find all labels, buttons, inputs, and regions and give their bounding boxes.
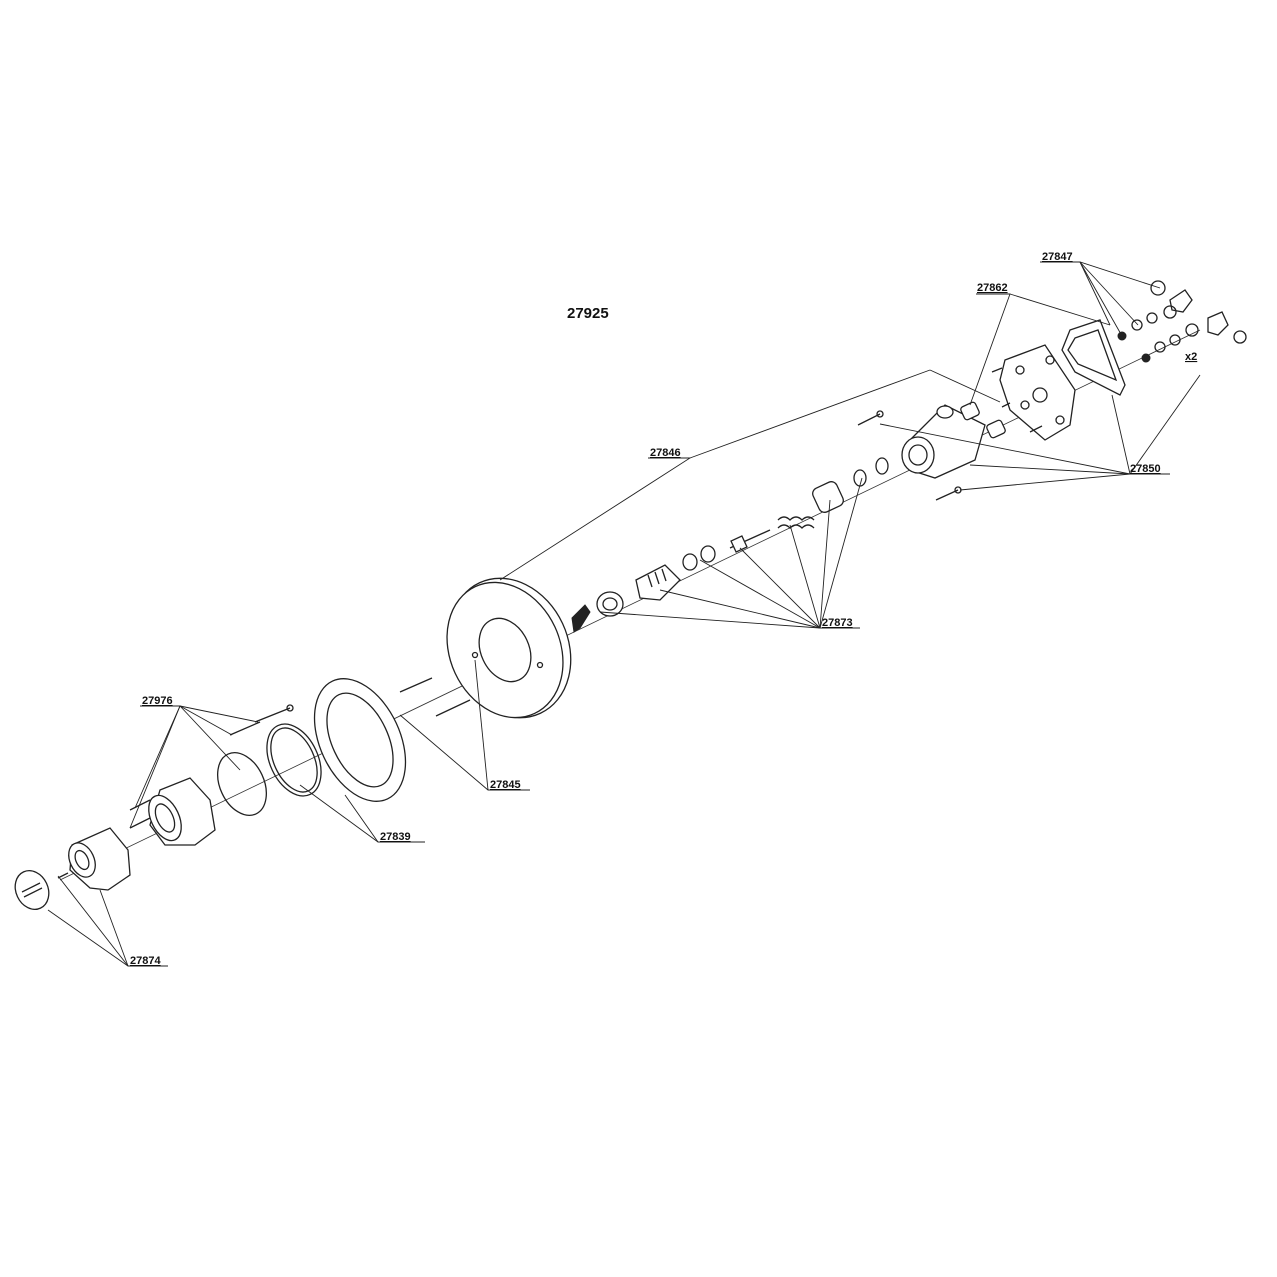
handle-cap: [14, 870, 69, 910]
leader-lines: [47, 261, 1201, 967]
flat-gasket: [313, 678, 407, 802]
assembly-number: 27925: [567, 305, 609, 322]
cartridge-inserts: [960, 401, 1006, 439]
callout-27850: 27850: [1130, 463, 1161, 475]
assembly-axis: [59, 329, 1201, 881]
valve-body: [901, 404, 986, 479]
long-screws: [399, 677, 471, 717]
callout-27873: 27873: [822, 617, 853, 629]
sleeve-bonnet: [148, 777, 216, 846]
callout-27839: 27839: [380, 831, 411, 843]
inlet-fittings: [1117, 280, 1247, 363]
mounting-plate: [999, 344, 1076, 441]
gasket-plate: [1061, 319, 1126, 396]
cartridge-stack: [571, 457, 889, 633]
handle-body: [68, 827, 131, 891]
multiplier-note: x2: [1185, 351, 1197, 363]
callout-27847: 27847: [1042, 251, 1073, 263]
callout-27862: 27862: [977, 282, 1008, 294]
callout-27976: 27976: [142, 695, 173, 707]
callout-27846: 27846: [650, 447, 681, 459]
callout-27874: 27874: [130, 955, 161, 967]
callout-27845: 27845: [490, 779, 521, 791]
retainer-ring: [217, 752, 267, 816]
small-screws: [129, 704, 294, 829]
escutcheon-plate: [446, 577, 572, 719]
